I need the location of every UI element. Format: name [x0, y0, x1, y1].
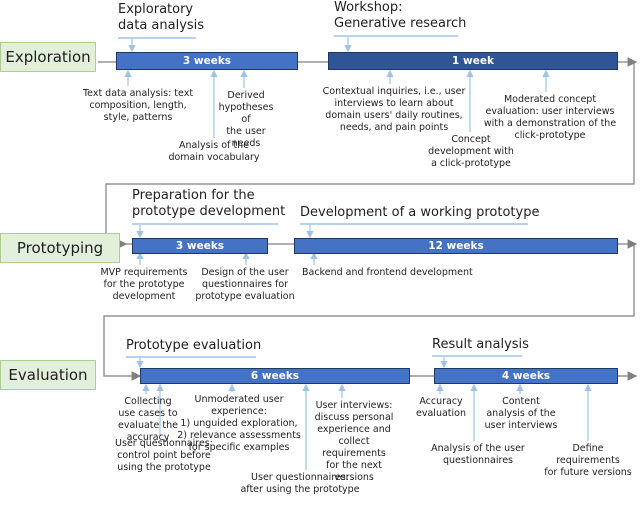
note-use-cases: Collecting use cases to evaluate the acc… — [118, 396, 178, 443]
note-future-requirements: Define requirements for future versions — [544, 443, 632, 478]
title-prep: Preparation for the prototype developmen… — [132, 188, 286, 219]
bar-workshop: 1 week — [328, 52, 618, 70]
note-domain-vocabulary: Analysis of the domain vocabulary — [168, 140, 260, 163]
phase-exploration: Exploration — [0, 42, 96, 72]
note-backend-frontend: Backend and frontend development — [302, 267, 473, 278]
phase-prototyping: Prototyping — [0, 233, 120, 263]
note-moderated-evaluation: Moderated concept evaluation: user inter… — [483, 94, 617, 141]
phase-evaluation: Evaluation — [0, 360, 96, 390]
title-underlines — [118, 35, 528, 358]
title-workshop: Workshop: Generative research — [334, 0, 467, 31]
note-arrows — [124, 69, 592, 470]
note-text-analysis: Text data analysis: text composition, le… — [82, 88, 194, 123]
note-mvp-requirements: MVP requirements for the prototype devel… — [100, 267, 188, 302]
title-result-analysis: Result analysis — [432, 337, 529, 352]
bar-eda: 3 weeks — [116, 52, 298, 70]
note-content-analysis: Content analysis of the user interviews — [484, 396, 558, 431]
bar-prep: 3 weeks — [132, 238, 268, 254]
note-user-interviews: User interviews: discuss personal experi… — [314, 400, 394, 483]
note-accuracy-evaluation: Accuracy evaluation — [416, 396, 466, 419]
note-questionnaire-design: Design of the user questionnaires for pr… — [195, 267, 295, 302]
bar-dev: 12 weeks — [294, 238, 618, 254]
note-questionnaire-before: User questionnaires: control point befor… — [115, 438, 213, 473]
note-concept-development: Concept development with a click-prototy… — [428, 134, 514, 169]
note-questionnaire-after: User questionnaires: after using the pro… — [240, 472, 360, 495]
title-dev: Development of a working prototype — [300, 205, 540, 220]
title-prototype-evaluation: Prototype evaluation — [126, 338, 262, 353]
note-questionnaire-analysis: Analysis of the user questionnaires — [431, 443, 525, 466]
flow-wrap-2 — [103, 244, 635, 381]
bar-result-analysis: 4 weeks — [434, 368, 618, 384]
title-arrows — [128, 37, 448, 369]
note-contextual-inquiries: Contextual inquiries, i.e., user intervi… — [322, 86, 466, 133]
bar-prototype-evaluation: 6 weeks — [140, 368, 410, 384]
note-unmoderated-experience: Unmoderated user experience: 1) unguided… — [177, 394, 301, 453]
note-hypotheses: Derived hypotheses of the user needs — [218, 90, 274, 149]
title-eda: Exploratory data analysis — [118, 2, 205, 33]
